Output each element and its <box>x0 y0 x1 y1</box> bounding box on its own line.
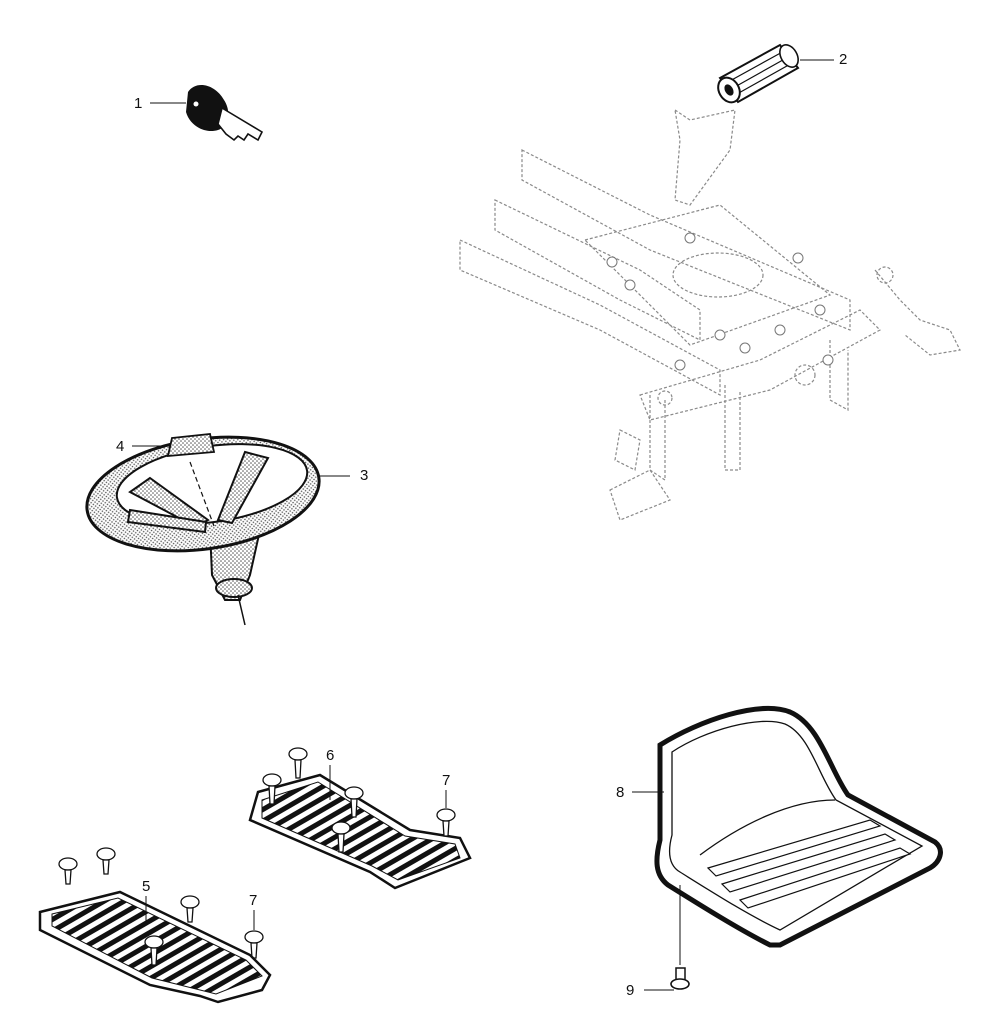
seat-icon <box>654 706 943 948</box>
frame-bolts <box>606 232 834 371</box>
steering-cap-icon <box>166 433 216 458</box>
callout-1: 1 <box>134 95 143 112</box>
callout-8: 8 <box>616 784 625 801</box>
push-rivet-icon <box>58 808 456 959</box>
footrest-left-icon <box>38 890 272 1004</box>
callout-2: 2 <box>839 51 848 68</box>
callout-7b: 7 <box>249 892 258 909</box>
seat-screw-icon <box>670 967 690 990</box>
callout-3: 3 <box>360 467 369 484</box>
callout-4: 4 <box>116 438 125 455</box>
steering-wheel-icon <box>85 435 321 626</box>
callout-5: 5 <box>142 878 151 895</box>
rivets-6 <box>262 747 364 853</box>
ignition-key-icon <box>186 85 264 142</box>
lever-grip-icon <box>717 43 800 104</box>
callout-7a: 7 <box>442 772 451 789</box>
callout-6: 6 <box>326 747 335 764</box>
callout-9: 9 <box>626 982 635 999</box>
tractor-frame <box>459 108 961 521</box>
